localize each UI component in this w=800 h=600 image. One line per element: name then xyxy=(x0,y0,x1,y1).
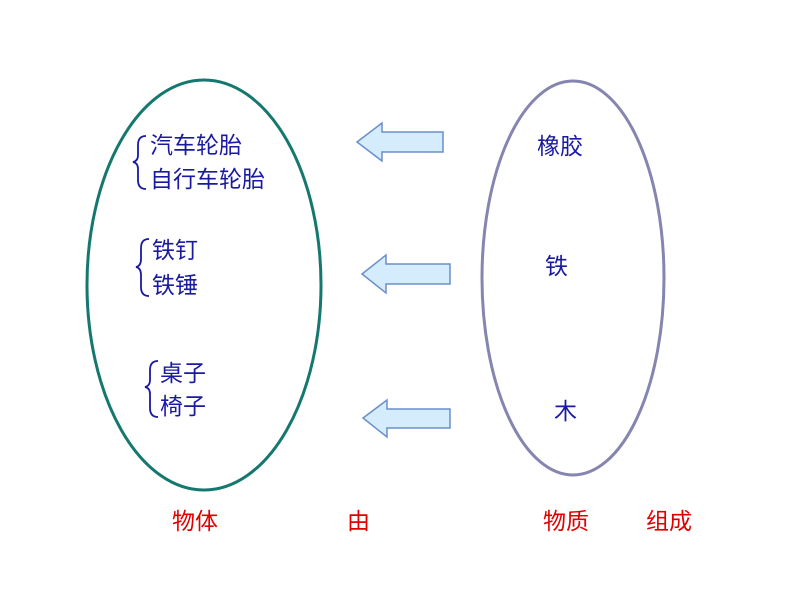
caption-composed: 组成 xyxy=(646,509,692,535)
object-item-hammer: 铁锤 xyxy=(152,273,198,299)
object-item-chair: 椅子 xyxy=(160,394,206,420)
object-item-table: 桌子 xyxy=(160,361,206,387)
caption-objects: 物体 xyxy=(172,509,218,535)
arrow-left-3 xyxy=(361,398,451,439)
arrow-left-2 xyxy=(360,253,451,295)
object-item-car-tire: 汽车轮胎 xyxy=(150,133,242,159)
material-wood: 木 xyxy=(554,399,577,425)
material-rubber: 橡胶 xyxy=(537,134,583,160)
material-iron: 铁 xyxy=(545,254,568,280)
brace-group-3 xyxy=(144,360,159,418)
objects-ellipse xyxy=(85,78,323,492)
arrow-left-1 xyxy=(355,121,444,163)
materials-ellipse xyxy=(480,79,666,477)
brace-group-1 xyxy=(132,135,147,190)
object-item-nail: 铁钉 xyxy=(152,238,198,264)
object-item-bike-tire: 自行车轮胎 xyxy=(150,167,265,193)
brace-group-2 xyxy=(135,238,150,297)
caption-materials: 物质 xyxy=(543,509,589,535)
caption-by: 由 xyxy=(347,509,370,535)
